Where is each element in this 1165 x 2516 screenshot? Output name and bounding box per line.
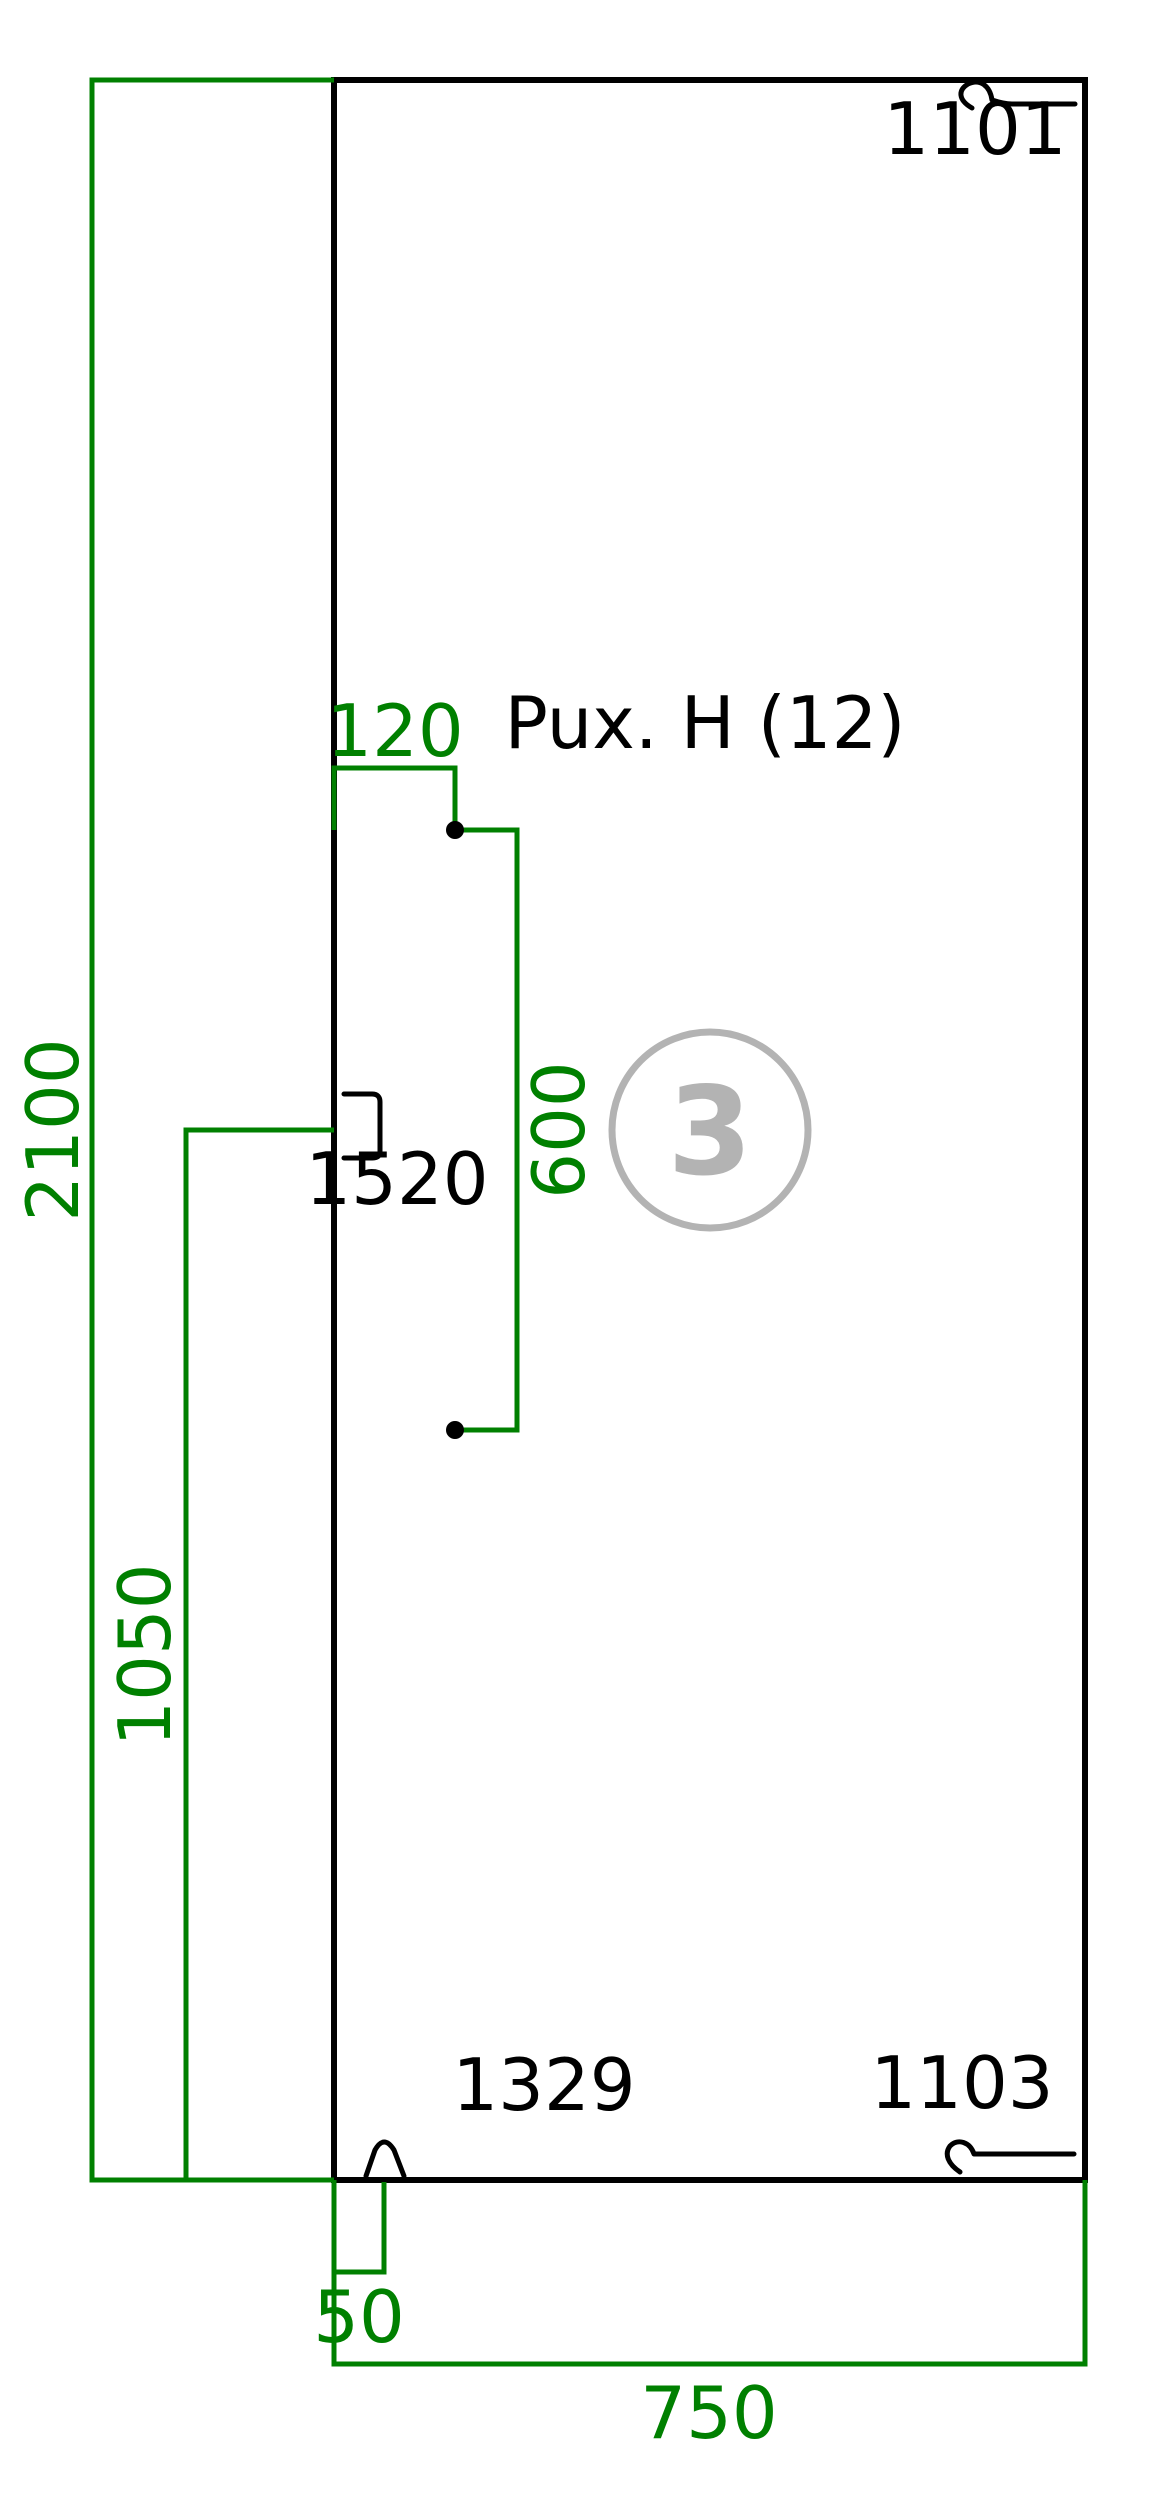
dimension-height-label: 2100 — [11, 1038, 95, 1221]
dimension-height: 2100 — [11, 77, 334, 2183]
dimension-hole-spacing-label: 600 — [517, 1061, 601, 1198]
fitting-bottom-right: 1103 — [870, 2041, 1077, 2175]
dimension-width: 750 — [331, 2180, 1088, 2455]
hole-lower — [446, 1421, 464, 1439]
dimension-width-label: 750 — [640, 2371, 777, 2455]
dimension-bottom-offset: 50 — [313, 2180, 405, 2359]
fitting-bottom-left: 1329 — [363, 2043, 636, 2179]
panel-badge: 3 — [608, 1028, 812, 1232]
badge-ring — [608, 1028, 812, 1232]
dimension-hole-offset-label: 120 — [326, 689, 463, 773]
dimension-bottom-offset-label: 50 — [313, 2275, 405, 2359]
badge-number: 3 — [668, 1061, 753, 1203]
fitting-bottom-right-label: 1103 — [870, 2041, 1053, 2125]
fitting-left-middle-label: 1520 — [305, 1137, 488, 1221]
fitting-left-middle: 1520 — [305, 1091, 489, 1221]
hole-upper — [446, 821, 464, 839]
dimension-hole-height: 1050 — [103, 1127, 334, 2180]
dimension-hole-spacing: 600 — [455, 827, 601, 1433]
fitting-top-right-label: 1101 — [883, 87, 1066, 171]
dimension-hole-height-label: 1050 — [103, 1563, 187, 1746]
fitting-bottom-left-label: 1329 — [452, 2043, 635, 2127]
fitting-top-right: 1101 — [883, 79, 1078, 171]
dimension-hole-offset: 120 — [326, 689, 464, 830]
panel-label: Pux. H (12) — [505, 681, 906, 765]
